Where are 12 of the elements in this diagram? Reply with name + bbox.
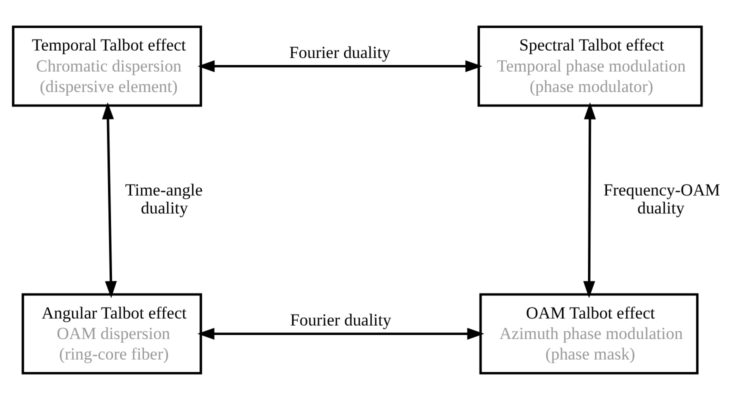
edge-label: Frequency-OAM duality (603, 180, 720, 218)
arrow (197, 328, 484, 340)
node-box: Temporal Talbot effect Chromatic dispersion (dispersive element) (12, 26, 202, 107)
edge-label: Fourier duality (289, 42, 390, 62)
edge-label: Time-angle duality (125, 180, 203, 218)
node-box: OAM Talbot effect Azimuth phase modulation (phase mask) (479, 293, 699, 374)
arrow (102, 102, 117, 298)
edge-label: Fourier duality (290, 310, 392, 330)
arrow (583, 102, 596, 298)
node-box: Angular Talbot effect OAM dispersion (ring-core fiber) (22, 293, 202, 374)
node-box: Spectral Talbot effect Temporal phase modulation (phase modulator) (478, 26, 703, 107)
arrow (198, 60, 482, 72)
